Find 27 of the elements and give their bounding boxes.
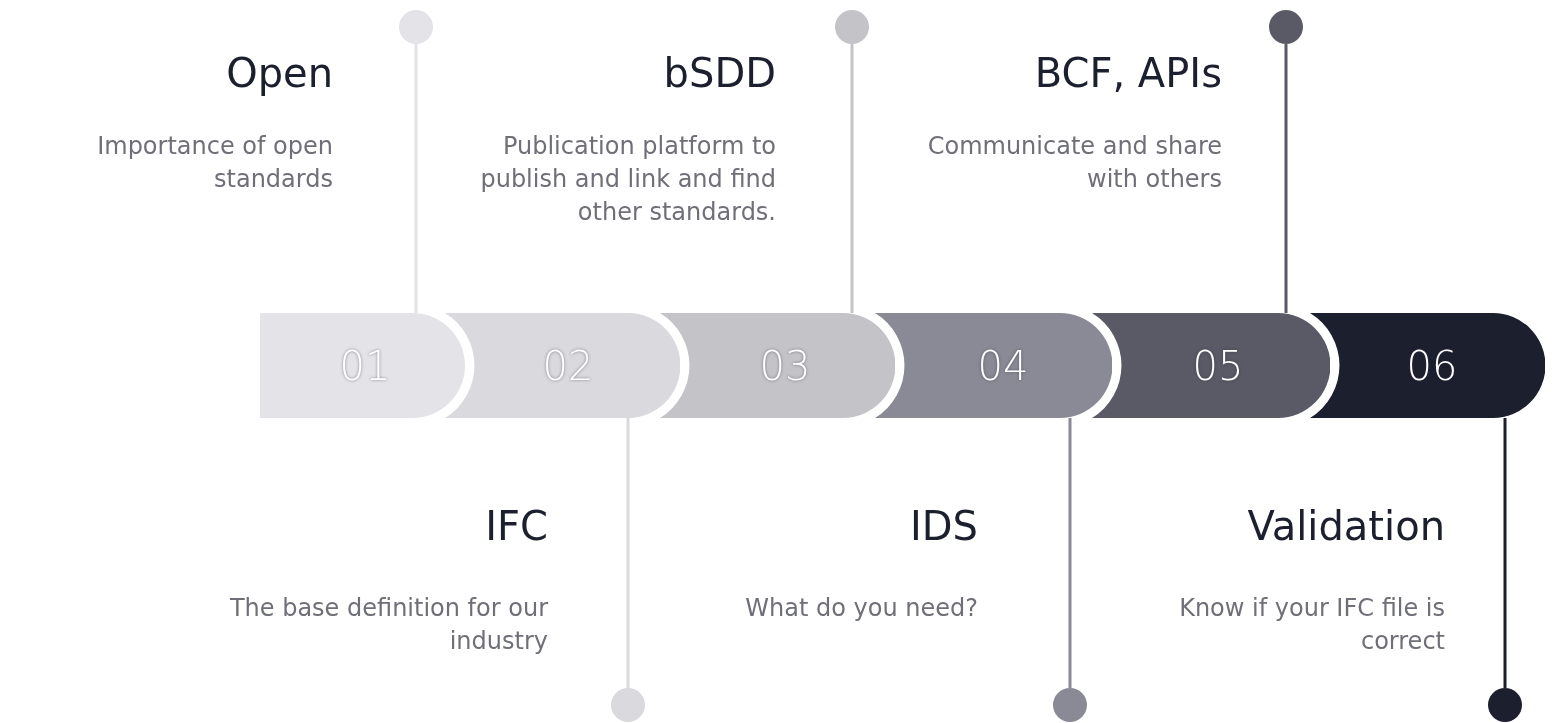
step-description: Importance of open standards	[96, 131, 333, 195]
step-description: Know if your IFC file is correct	[1178, 593, 1445, 657]
pin-dot	[1053, 688, 1087, 722]
pin-dot	[835, 10, 869, 44]
step-heading: Validation	[1247, 503, 1445, 549]
step-heading: bSDD	[663, 50, 776, 96]
step-number: 06	[1406, 342, 1458, 389]
step-heading: IDS	[910, 503, 978, 549]
pin-dot	[399, 10, 433, 44]
pin-line	[1068, 418, 1072, 688]
step-description: Communicate and share with others	[926, 131, 1222, 195]
pin-dot	[1269, 10, 1303, 44]
step-heading: IFC	[485, 503, 548, 549]
step-description: What do you need?	[744, 593, 978, 624]
step-number: 05	[1192, 342, 1244, 389]
pin-dot	[611, 688, 645, 722]
step-description: Publication platform to publish and link and find other standards.	[479, 131, 776, 228]
pin-line	[626, 418, 630, 688]
pin-line	[1284, 44, 1288, 313]
pin-line	[850, 44, 854, 313]
step-number: 03	[759, 342, 811, 389]
pin-dot	[1488, 688, 1522, 722]
step-heading: BCF, APIs	[1034, 50, 1222, 96]
step-heading: Open	[226, 50, 333, 96]
step-description: The base definition for our industry	[228, 593, 548, 657]
step-number: 04	[977, 342, 1029, 389]
pin-line	[1503, 418, 1507, 688]
